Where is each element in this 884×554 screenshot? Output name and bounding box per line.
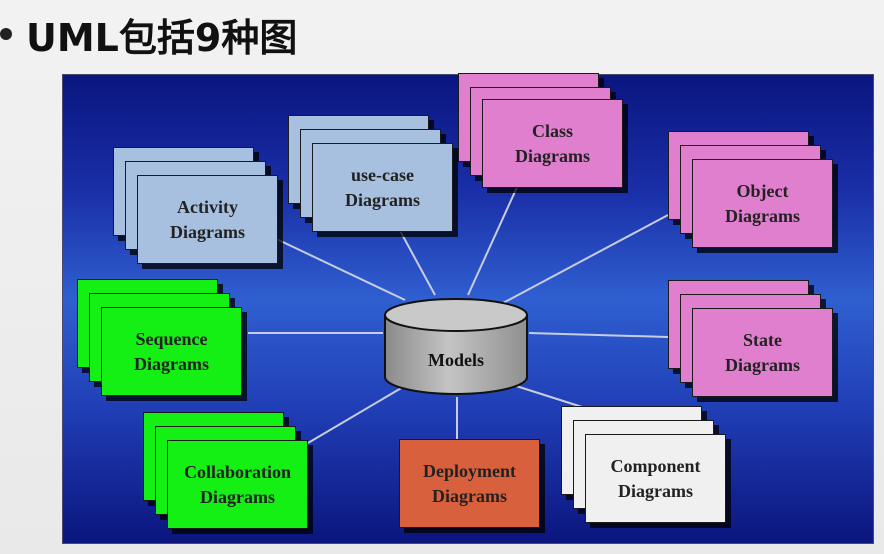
object-diagrams-node: Object Diagrams bbox=[692, 159, 833, 248]
use-case-diagrams-label: use-case Diagrams bbox=[345, 164, 420, 210]
component-diagrams-node: Component Diagrams bbox=[585, 434, 726, 523]
deployment-diagrams-label: Deployment Diagrams bbox=[423, 460, 516, 506]
state-diagrams-label: State Diagrams bbox=[725, 329, 800, 375]
deployment-diagrams-node: Deployment Diagrams bbox=[399, 439, 540, 528]
collaboration-diagrams-node: Collaboration Diagrams bbox=[167, 440, 308, 529]
class-diagrams-label: Class Diagrams bbox=[515, 120, 590, 166]
connector-lines bbox=[248, 184, 669, 444]
connector-collaboration bbox=[307, 386, 404, 444]
models-label: Models bbox=[428, 350, 484, 370]
component-diagrams-label: Component Diagrams bbox=[610, 455, 701, 501]
bullet-icon bbox=[0, 28, 12, 40]
page-title: UML包括9种图 bbox=[0, 6, 297, 62]
connector-class bbox=[467, 184, 519, 296]
connector-activity bbox=[267, 234, 406, 301]
connector-object bbox=[502, 214, 669, 304]
connector-use-case bbox=[397, 226, 436, 296]
use-case-diagrams-node: use-case Diagrams bbox=[312, 143, 453, 232]
class-diagrams-node: Class Diagrams bbox=[482, 99, 623, 188]
collaboration-diagrams-label: Collaboration Diagrams bbox=[183, 461, 291, 507]
activity-diagrams-node: Activity Diagrams bbox=[137, 175, 278, 264]
models-database-icon bbox=[384, 298, 528, 395]
sequence-diagrams-node: Sequence Diagrams bbox=[101, 307, 242, 396]
state-diagrams-node: State Diagrams bbox=[692, 308, 833, 397]
connector-state bbox=[528, 332, 669, 338]
page-title-text: UML包括9种图 bbox=[26, 15, 298, 60]
activity-diagrams-label: Activity Diagrams bbox=[170, 196, 245, 242]
sequence-diagrams-label: Sequence Diagrams bbox=[134, 328, 209, 374]
uml-diagram-panel: Activity Diagrams use-case Diagrams Clas… bbox=[62, 73, 874, 544]
object-diagrams-label: Object Diagrams bbox=[725, 180, 800, 226]
